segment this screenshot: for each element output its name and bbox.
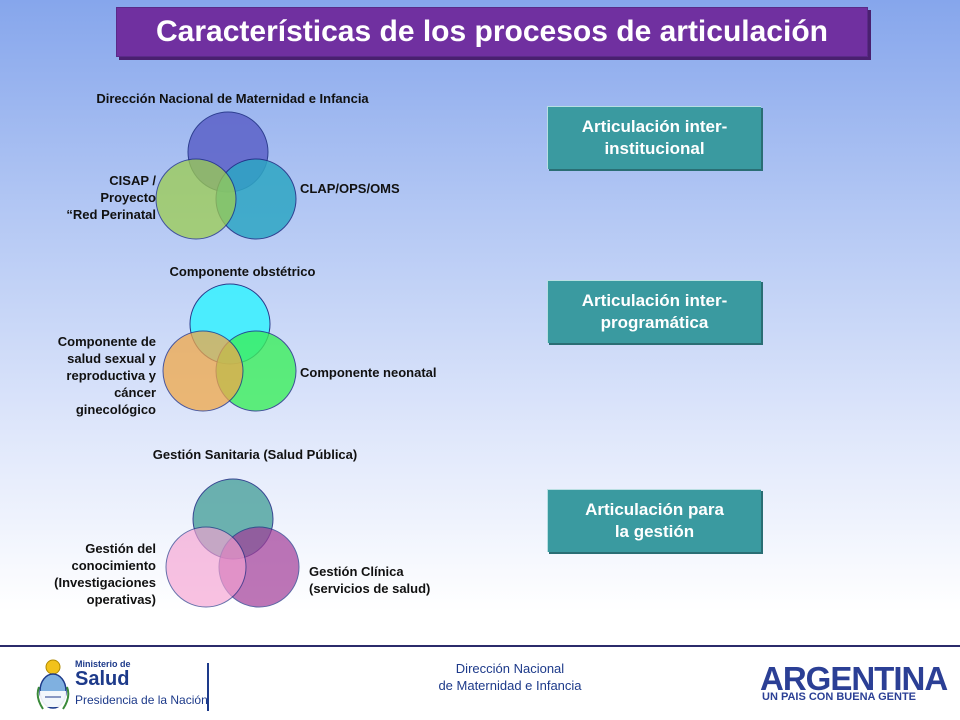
ministerio-divider bbox=[207, 663, 209, 711]
venn-2-circle-left bbox=[162, 330, 244, 412]
footer-center-text: Dirección Nacional de Maternidad e Infan… bbox=[438, 661, 582, 693]
ministerio-line2: Salud bbox=[75, 668, 130, 690]
argentina-tagline: UN PAIS CON BUENA GENTE bbox=[762, 691, 917, 703]
footer-divider bbox=[0, 645, 960, 647]
venn-1-circle-left bbox=[155, 158, 237, 240]
box-para-la-gestion: Articulación para la gestión bbox=[547, 489, 761, 552]
venn-2-left-label: Componente de salud sexual y reproductiv… bbox=[57, 334, 156, 417]
page-title: Características de los procesos de artic… bbox=[116, 7, 868, 57]
venn-2-right-label: Componente neonatal bbox=[300, 365, 437, 380]
ministerio-logo: Ministerio de Salud Presidencia de la Na… bbox=[35, 655, 215, 715]
argentina-wordmark: ARGENTINA bbox=[760, 660, 948, 697]
venn-1-right-label: CLAP/OPS/OMS bbox=[300, 181, 400, 196]
footer bbox=[0, 647, 960, 720]
venn-3-circle-left bbox=[165, 526, 247, 608]
venn-2 bbox=[162, 283, 297, 412]
venn-2-top-label: Componente obstétrico bbox=[169, 264, 316, 279]
venn-3 bbox=[165, 478, 300, 608]
ministerio-line1: Ministerio de bbox=[75, 659, 131, 669]
venn-1-left-label: CISAP / Proyecto “Red Perinatal bbox=[66, 173, 156, 222]
argentina-logo: ARGENTINA UN PAIS CON BUENA GENTE bbox=[760, 660, 948, 710]
venn-3-top-label: Gestión Sanitaria (Salud Pública) bbox=[152, 447, 358, 462]
venn-1-top-label: Dirección Nacional de Maternidad e Infan… bbox=[96, 91, 369, 106]
coat-of-arms-icon bbox=[36, 659, 70, 710]
venn-3-left-label: Gestión del conocimiento (Investigacione… bbox=[54, 541, 156, 607]
box-inter-programatica: Articulación inter- programática bbox=[547, 280, 761, 343]
box-inter-institucional: Articulación inter- institucional bbox=[547, 106, 761, 169]
venn-3-right-label: Gestión Clínica (servicios de salud) bbox=[309, 564, 431, 596]
ministerio-line3: Presidencia de la Nación bbox=[75, 693, 208, 707]
venn-1 bbox=[155, 111, 297, 240]
